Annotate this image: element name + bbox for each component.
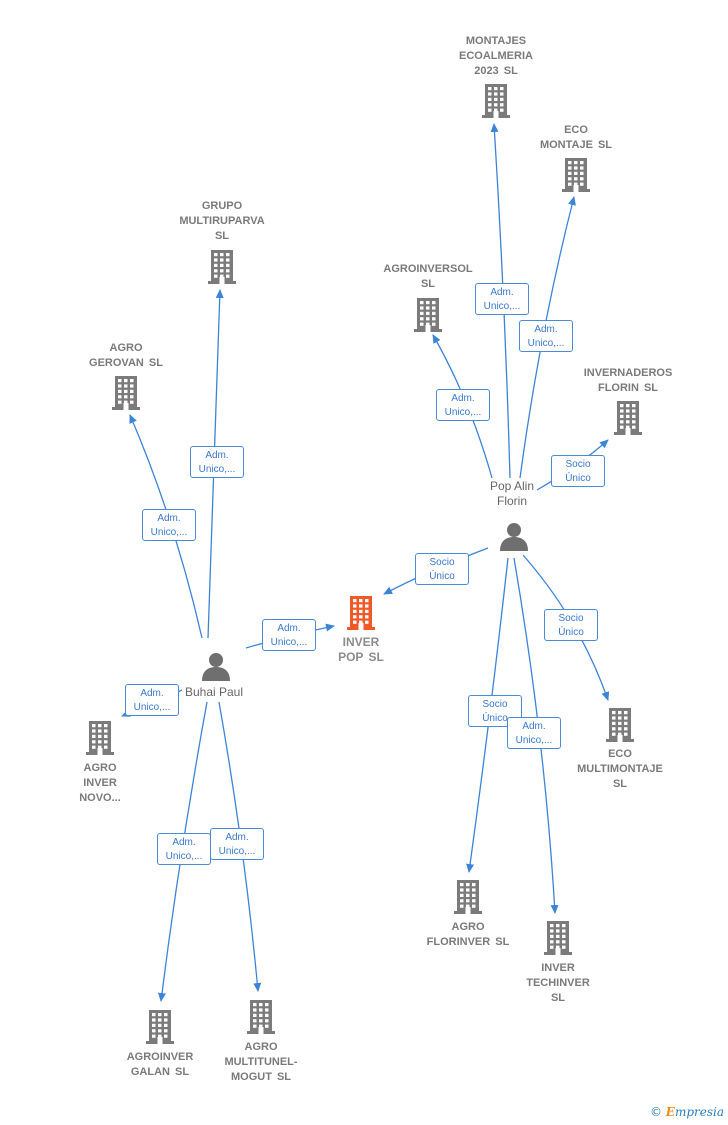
building-icon[interactable]	[146, 1010, 174, 1049]
brand-initial: E	[665, 1105, 675, 1119]
edge-label-pop-agroinversol[interactable]: Adm. Unico,...	[436, 389, 490, 421]
edge-label-buhai-inver-pop[interactable]: Adm. Unico,...	[262, 619, 316, 651]
company-label-invernaderos[interactable]: INVERNADEROS FLORIN SL	[583, 367, 673, 394]
edge-label-buhai-gerovan[interactable]: Adm. Unico,...	[142, 509, 196, 541]
company-label-grupo[interactable]: GRUPO MULTIRUPARVA SL	[179, 200, 265, 242]
edge-label-pop-inver-pop[interactable]: Socio Único	[415, 553, 469, 585]
person-icon[interactable]	[201, 651, 231, 686]
building-icon[interactable]	[562, 158, 590, 197]
company-label-eco-montaje[interactable]: ECO MONTAJE SL	[539, 124, 613, 151]
building-icon[interactable]	[454, 880, 482, 919]
edge-label-buhai-multitunel[interactable]: Adm. Unico,...	[210, 828, 264, 860]
focus-building-icon[interactable]	[347, 596, 375, 635]
edge-label-pop-invernaderos[interactable]: Socio Único	[551, 455, 605, 487]
copyright-icon: ©	[649, 1105, 662, 1119]
building-icon[interactable]	[614, 401, 642, 440]
building-icon[interactable]	[86, 721, 114, 760]
edge-label-pop-eco-multi[interactable]: Socio Único	[544, 609, 598, 641]
person-icon[interactable]	[499, 521, 529, 556]
person-label-buhai[interactable]: Buhai Paul	[184, 685, 244, 699]
company-label-eco-multi[interactable]: ECO MULTIMONTAJE SL	[577, 748, 663, 790]
edge-label-buhai-grupo[interactable]: Adm. Unico,...	[190, 446, 244, 478]
company-label-multitunel[interactable]: AGRO MULTITUNEL- MOGUT SL	[224, 1041, 298, 1083]
building-icon[interactable]	[414, 298, 442, 337]
focus-company-label[interactable]: INVER POP SL	[338, 635, 384, 664]
edges-layer	[121, 123, 610, 1002]
edge-label-pop-techinver[interactable]: Adm. Unico,...	[507, 717, 561, 749]
edge-label-pop-eco-montaje[interactable]: Adm. Unico,...	[519, 320, 573, 352]
building-icon[interactable]	[544, 921, 572, 960]
company-label-florinver[interactable]: AGRO FLORINVER SL	[426, 921, 510, 948]
company-label-galan[interactable]: AGROINVER GALAN SL	[126, 1051, 194, 1078]
company-label-gerovan[interactable]: AGRO GEROVAN SL	[89, 342, 163, 369]
company-label-montajes[interactable]: MONTAJES ECOALMERIA 2023 SL	[459, 35, 533, 77]
building-icon[interactable]	[247, 1000, 275, 1039]
person-label-pop[interactable]: Pop Alin Florin	[489, 479, 535, 508]
building-icon[interactable]	[482, 84, 510, 123]
building-icon[interactable]	[112, 376, 140, 415]
brand-logo: © Empresia	[650, 1105, 724, 1119]
company-label-agroinversol[interactable]: AGROINVERSOL SL	[383, 263, 473, 290]
building-icon[interactable]	[606, 708, 634, 747]
company-label-novo[interactable]: AGRO INVER NOVO...	[79, 762, 121, 804]
brand-name: mpresia	[674, 1105, 724, 1119]
company-label-techinver[interactable]: INVER TECHINVER SL	[526, 962, 590, 1004]
building-icon[interactable]	[208, 250, 236, 289]
edge-label-buhai-novo[interactable]: Adm. Unico,...	[125, 684, 179, 716]
edge-label-buhai-galan[interactable]: Adm. Unico,...	[157, 833, 211, 865]
edge-label-pop-montajes[interactable]: Adm. Unico,...	[475, 283, 529, 315]
